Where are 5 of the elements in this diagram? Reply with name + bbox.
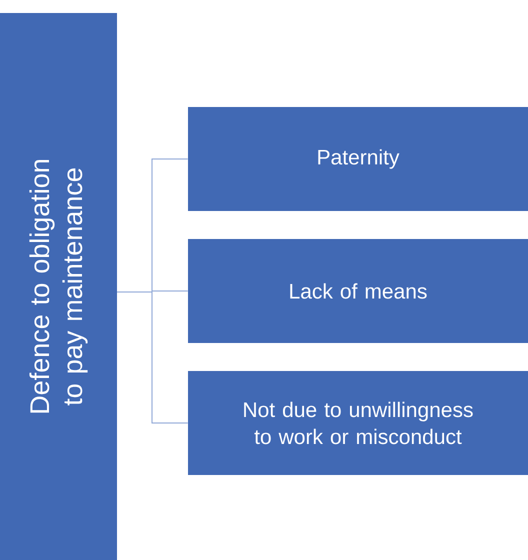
option-box: Not due to unwillingness to work or misconduct [188, 371, 528, 475]
option-box: Paternity [188, 107, 528, 211]
connector-line [116, 292, 188, 424]
category-bar: Defence to obligation to pay maintenance [0, 13, 117, 560]
option-box: Lack of means [188, 239, 528, 343]
